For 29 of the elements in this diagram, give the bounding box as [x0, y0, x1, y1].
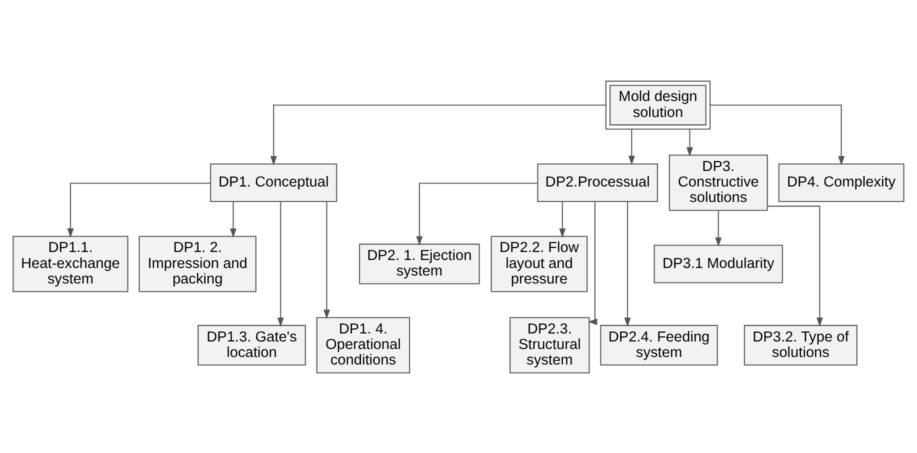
arrow [416, 182, 538, 246]
arrow [277, 201, 284, 326]
node-box: DP1. 4. Operational conditions [316, 316, 410, 373]
node-box: DP4. Complexity [778, 162, 904, 202]
node-box: DP2.2. Flow layout and pressure [490, 235, 588, 292]
arrow [588, 200, 598, 325]
node-box: DP2. 1. Ejection system [359, 243, 480, 284]
node-box: DP2.3. Structural system [510, 316, 590, 373]
node-box: DP1.3. Gate's location [198, 324, 306, 366]
arrow [270, 104, 606, 166]
node-box: DP1.1. Heat-exchange system [12, 235, 128, 292]
arrow [230, 201, 237, 238]
arrow [686, 128, 694, 156]
node-box: DP3.2. Type of solutions [744, 324, 858, 366]
node-box: Mold design solution [605, 80, 711, 130]
arrow [715, 210, 722, 246]
node-box: DP2.Processual [537, 162, 658, 202]
node-box: DP1. 2. Impression and packing [138, 235, 256, 292]
arrow [67, 182, 210, 238]
arrow [710, 104, 845, 166]
node-box: DP3.1 Modularity [654, 244, 783, 283]
arrow [628, 128, 635, 165]
node-box: DP1. Conceptual [210, 162, 338, 202]
arrow [624, 201, 631, 326]
node-box: DP2.4. Feeding system [600, 324, 718, 366]
arrow [323, 201, 330, 319]
arrow [559, 201, 566, 238]
node-box: DP3. Constructive solutions [668, 154, 768, 210]
arrow [768, 205, 823, 326]
